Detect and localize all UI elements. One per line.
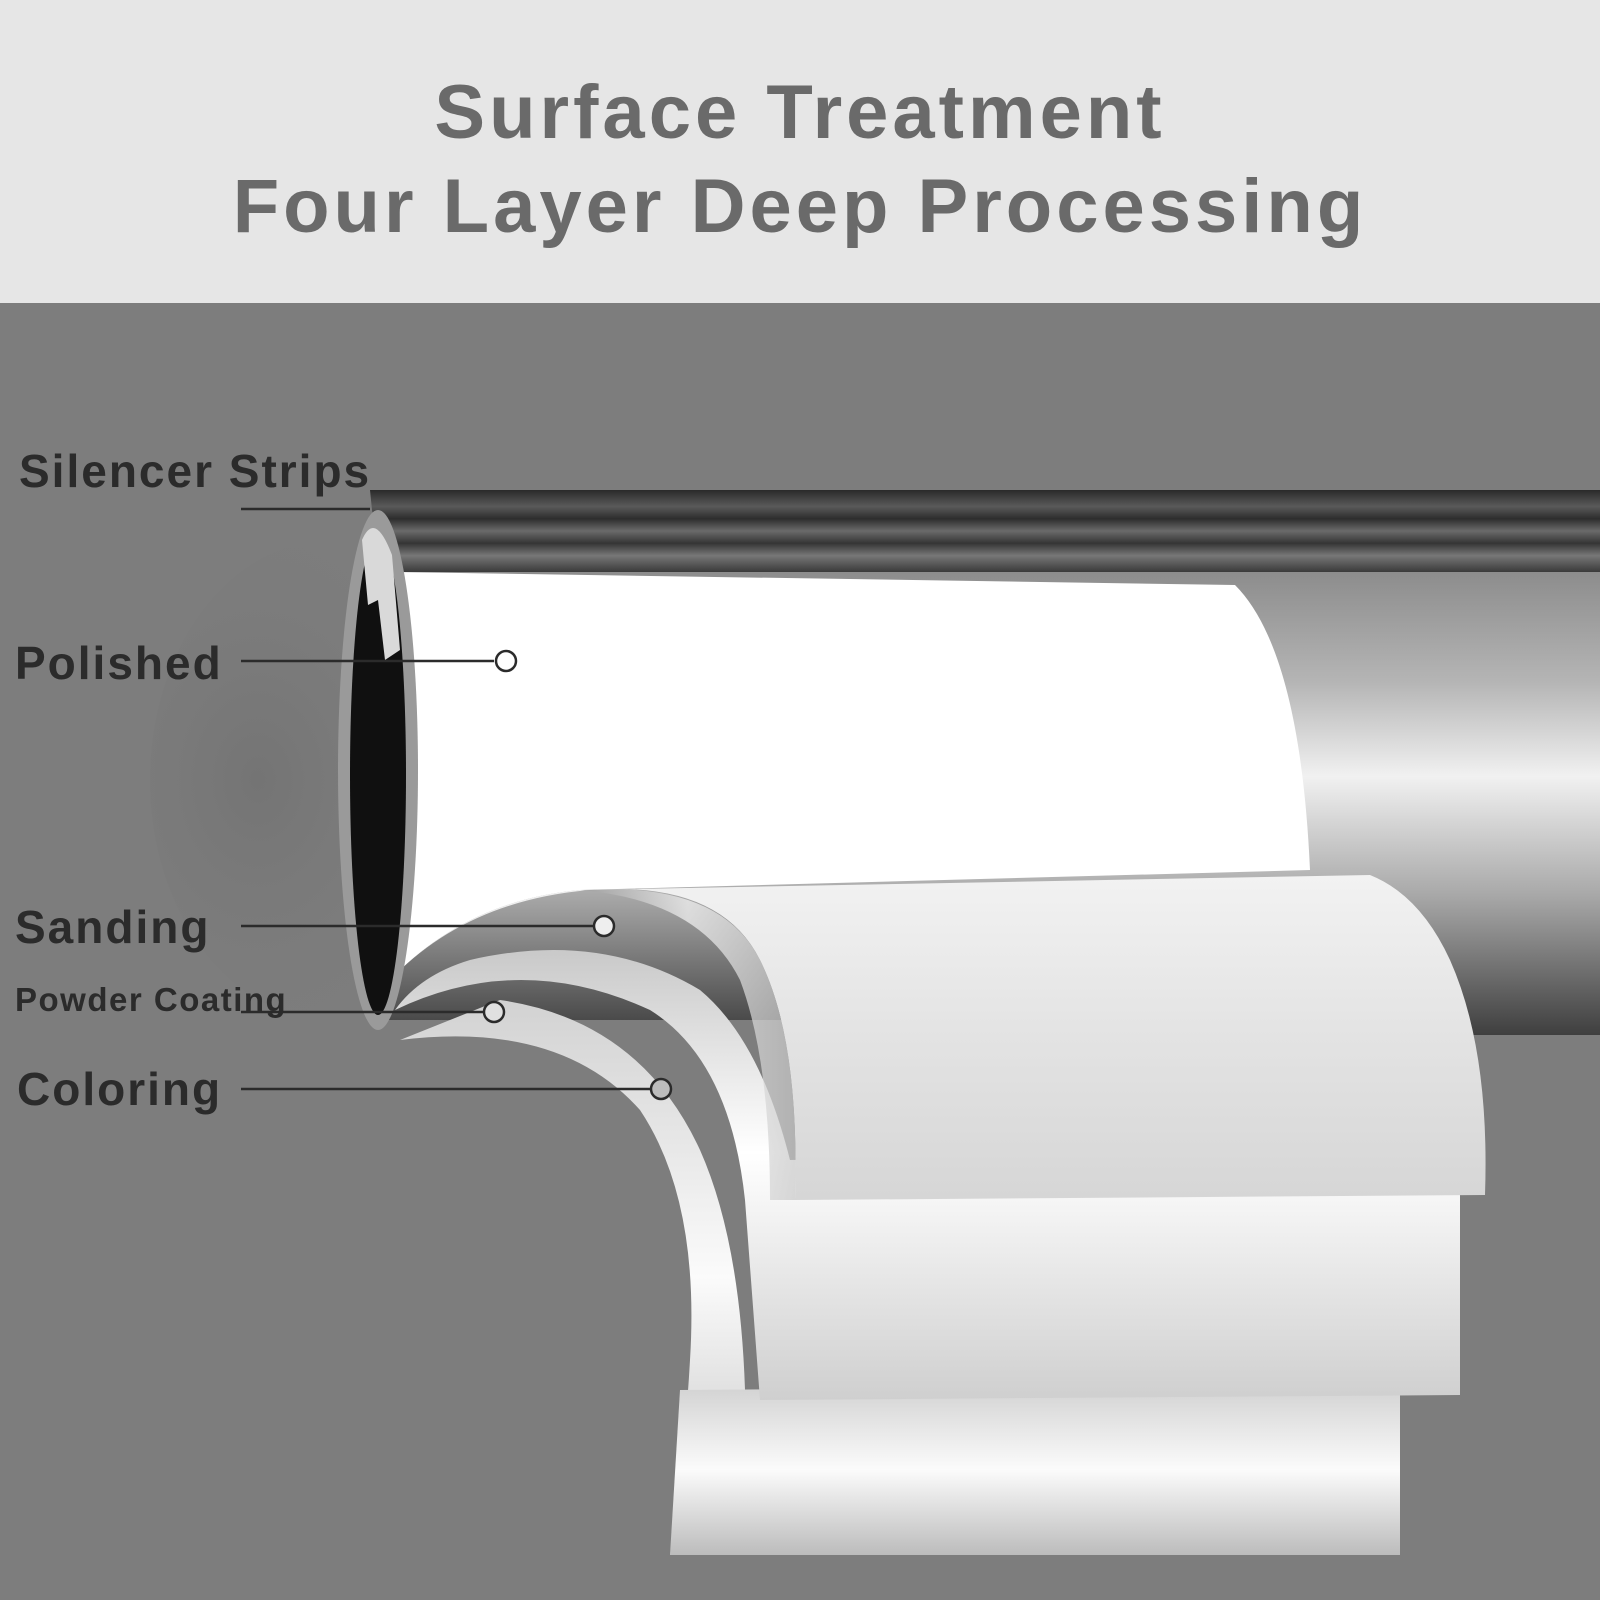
label-coloring: Coloring bbox=[17, 1063, 223, 1115]
callout-markers bbox=[482, 649, 673, 1101]
label-sanding: Sanding bbox=[15, 901, 211, 953]
label-powder-coating: Powder Coating bbox=[15, 981, 288, 1018]
polished-marker bbox=[494, 649, 518, 673]
polished-layer bbox=[395, 572, 1310, 975]
strip-channel bbox=[362, 528, 400, 660]
callout-leaders bbox=[241, 507, 651, 1091]
title-banner: Surface Treatment Four Layer Deep Proces… bbox=[0, 0, 1600, 303]
title-line-1: Surface Treatment bbox=[434, 70, 1166, 155]
sanding-marker bbox=[592, 914, 616, 938]
silencer-strip bbox=[370, 490, 1600, 572]
tube-opening bbox=[350, 535, 406, 1015]
label-polished: Polished bbox=[15, 637, 223, 689]
coloring-marker bbox=[649, 1077, 673, 1101]
powder-marker bbox=[482, 1000, 506, 1024]
label-silencer-strips: Silencer Strips bbox=[19, 445, 372, 497]
sanding-layer bbox=[395, 875, 1486, 1200]
title-line-2: Four Layer Deep Processing bbox=[232, 164, 1368, 249]
